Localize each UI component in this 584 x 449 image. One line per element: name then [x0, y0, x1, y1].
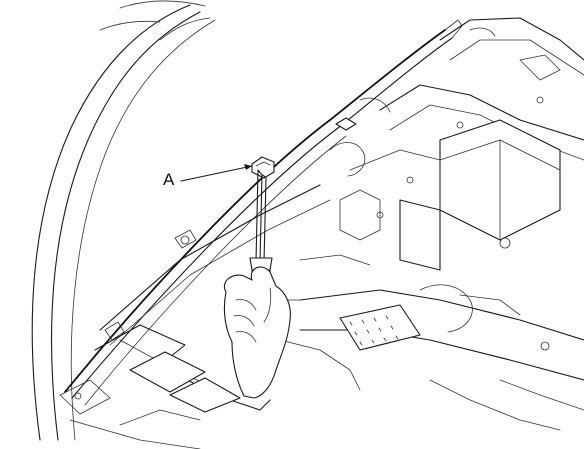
retaining-clip: [251, 117, 357, 179]
callout-leader: [180, 164, 253, 182]
bumper-edge: [64, 19, 463, 406]
fender-panel: [31, 0, 216, 441]
lower-bracket: [59, 379, 201, 449]
driveshaft: [249, 254, 584, 431]
engine-components: [329, 17, 584, 271]
callout-label-a: A: [163, 170, 175, 189]
hand: [223, 266, 291, 399]
splash-shield: [94, 184, 331, 413]
